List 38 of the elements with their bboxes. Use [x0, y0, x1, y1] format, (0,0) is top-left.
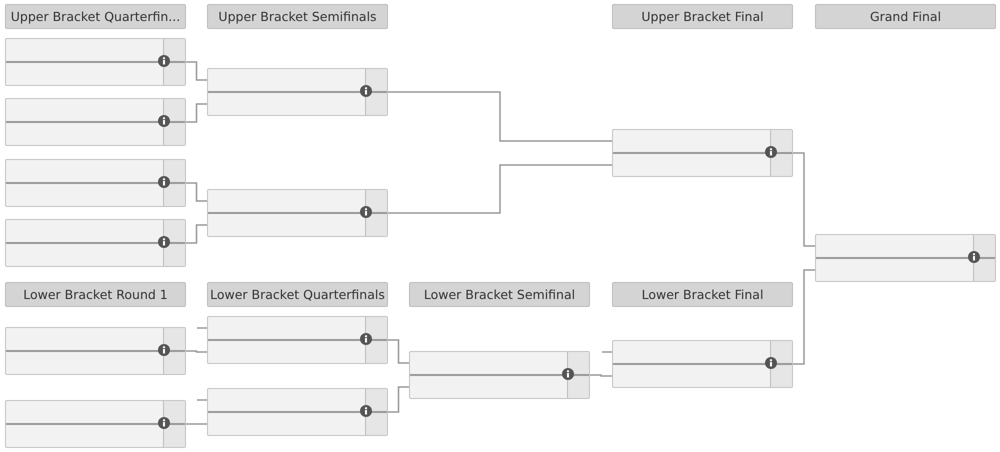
connector-line	[793, 269, 815, 365]
connector-line	[388, 91, 612, 142]
match-box	[5, 327, 186, 375]
connector-line	[388, 164, 612, 214]
match-box	[5, 400, 186, 448]
connector-line	[186, 61, 207, 81]
connector-line	[793, 152, 815, 247]
connector-line	[186, 350, 207, 353]
connector-line	[197, 327, 207, 329]
round-header: Upper Bracket Quarterfin...	[5, 4, 186, 29]
match-box	[207, 388, 388, 436]
round-header: Lower Bracket Quarterfinals	[207, 282, 388, 307]
connector-line	[186, 224, 207, 244]
round-header: Upper Bracket Semifinals	[207, 4, 388, 29]
round-header: Lower Bracket Final	[612, 282, 793, 307]
connector-line	[197, 399, 207, 401]
match-box	[409, 351, 590, 399]
match-box	[5, 98, 186, 146]
round-header: Grand Final	[815, 4, 996, 29]
match-box	[5, 38, 186, 86]
connector-line	[602, 351, 612, 353]
match-box	[612, 129, 793, 177]
connector-line	[590, 374, 612, 377]
match-box	[207, 189, 388, 237]
match-box	[207, 316, 388, 364]
round-header: Lower Bracket Semifinal	[409, 282, 590, 307]
round-header: Upper Bracket Final	[612, 4, 793, 29]
connector-line	[388, 339, 409, 364]
connector-line	[186, 103, 207, 123]
round-header: Lower Bracket Round 1	[5, 282, 186, 307]
match-box	[5, 219, 186, 267]
connector-line	[186, 182, 207, 202]
connector-line	[186, 423, 207, 425]
match-box	[612, 340, 793, 388]
connector-line	[388, 386, 409, 413]
match-box	[815, 234, 996, 282]
match-box	[5, 159, 186, 207]
match-box	[207, 68, 388, 116]
